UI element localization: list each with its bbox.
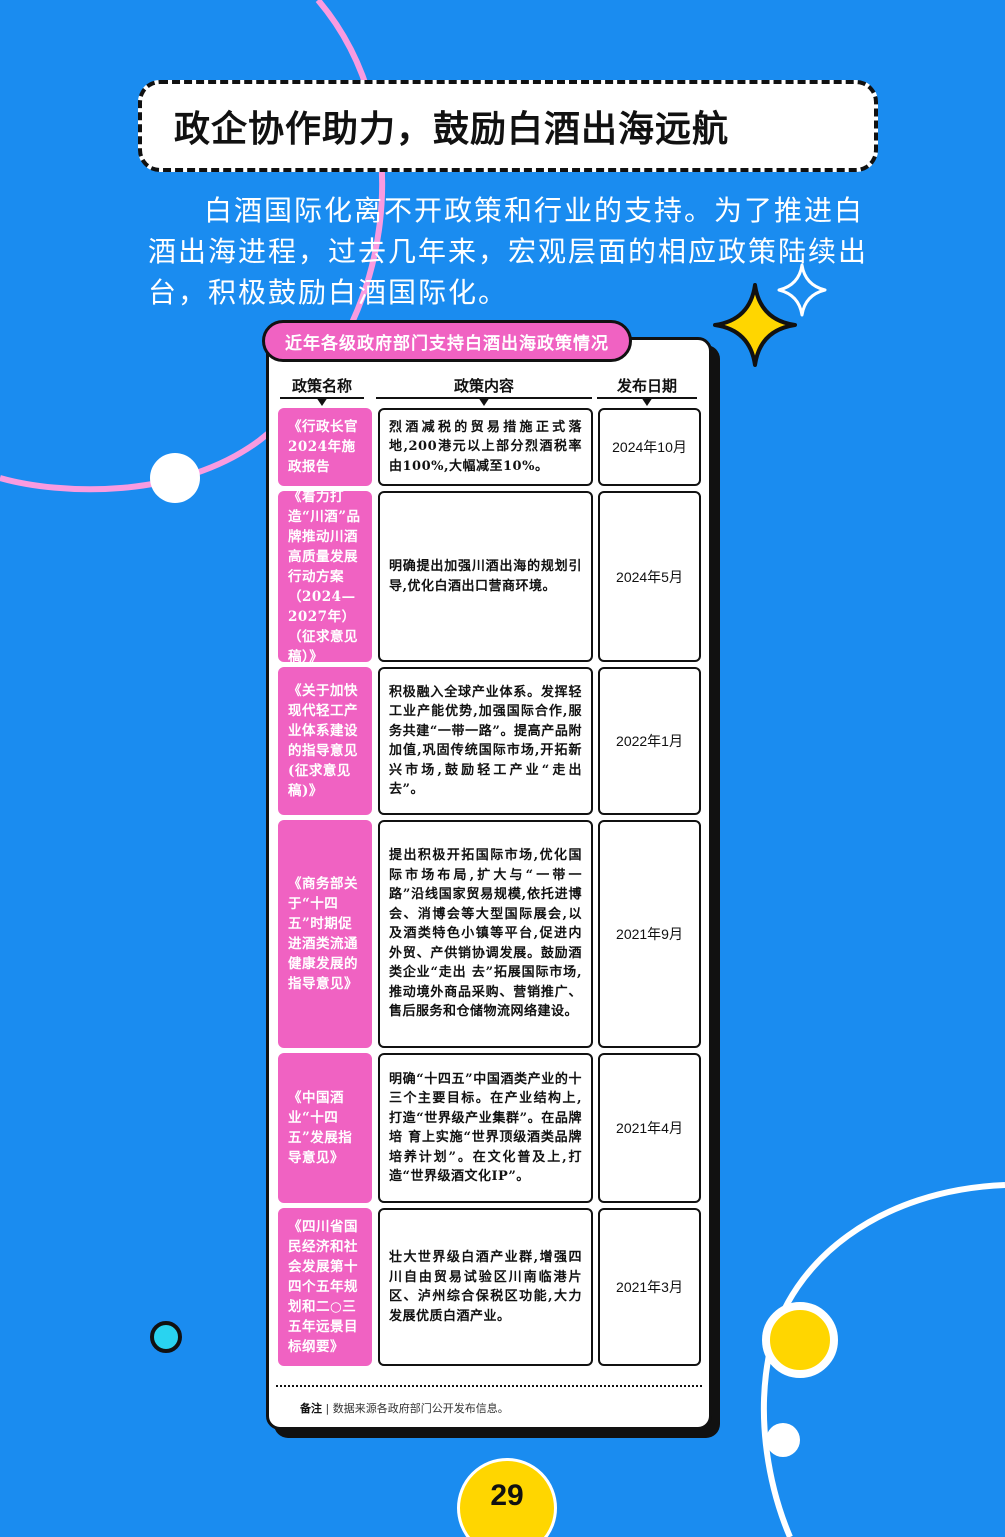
yellow-dot <box>762 1302 838 1378</box>
col-header-content: 政策内容 <box>376 375 592 406</box>
policy-content: 壮大世界级白酒产业群,增强四川自由贸易试验区川南临港片区、泸州综合保税区功能,大… <box>378 1208 593 1366</box>
arrow-down-icon <box>641 397 653 406</box>
policy-content: 烈酒减税的贸易措施正式落地,200港元以上部分烈酒税率由100%,大幅减至10%… <box>378 408 593 486</box>
col-header-name: 政策名称 <box>280 375 364 406</box>
intro-paragraph: 白酒国际化离不开政策和行业的支持。为了推进白酒出海进程，过去几年来，宏观层面的相… <box>148 194 869 309</box>
note-divider <box>276 1385 702 1387</box>
policy-content: 提出积极开拓国际市场,优化国际市场布局,扩大与“一带一路”沿线国家贸易规模,依托… <box>378 820 593 1048</box>
white-dot-bottom <box>766 1423 800 1457</box>
cyan-dot <box>150 1321 182 1353</box>
policy-name: 《四川省国民经济和社会发展第十四个五年规划和二○三五年远景目标纲要》 <box>278 1208 372 1366</box>
policy-date: 2022年1月 <box>598 667 701 815</box>
policy-name: 《着力打造“川酒”品牌推动川酒高质量发展行动方案（2024—2027年）（征求意… <box>278 489 372 665</box>
col-header-date: 发布日期 <box>597 375 697 406</box>
note-text: 数据来源各政府部门公开发布信息。 <box>332 1402 509 1415</box>
policy-date: 2021年3月 <box>598 1208 701 1366</box>
policy-name: 《关于加快现代轻工产业体系建设的指导意见(征求意见稿)》 <box>278 667 372 815</box>
policy-date: 2024年5月 <box>598 491 701 662</box>
policy-date: 2021年9月 <box>598 820 701 1048</box>
white-arc <box>760 1182 1005 1537</box>
policy-date: 2024年10月 <box>598 408 701 486</box>
policy-name: 《商务部关于“十四五”时期促进酒类流通健康发展的指导意见》 <box>278 820 372 1048</box>
arrow-down-icon <box>316 397 328 406</box>
policy-name: 《行政长官2024年施政报告 <box>278 408 372 486</box>
white-dot-left <box>150 453 200 503</box>
page-number: 29 <box>457 1458 557 1537</box>
policy-content: 明确提出加强川酒出海的规划引导,优化白酒出口营商环境。 <box>378 491 593 662</box>
policy-content: 积极融入全球产业体系。发挥轻工业产能优势,加强国际合作,服务共建“一带一路”。提… <box>378 667 593 815</box>
note-label: 备注 <box>300 1402 322 1415</box>
policy-content: 明确“十四五”中国酒类产业的十三个主要目标。在产业结构上,打造“世界级产业集群”… <box>378 1053 593 1203</box>
policy-name: 《中国酒业“十四五”发展指导意见》 <box>278 1053 372 1203</box>
headline-title: 政企协作助力，鼓励白酒出海远航 <box>174 109 730 150</box>
source-note: 备注 | 数据来源各政府部门公开发布信息。 <box>300 1402 509 1415</box>
headline-banner: 政企协作助力，鼓励白酒出海远航 <box>138 80 878 172</box>
policy-date: 2021年4月 <box>598 1053 701 1203</box>
table-title: 近年各级政府部门支持白酒出海政策情况 <box>262 320 632 362</box>
arrow-down-icon <box>478 397 490 406</box>
